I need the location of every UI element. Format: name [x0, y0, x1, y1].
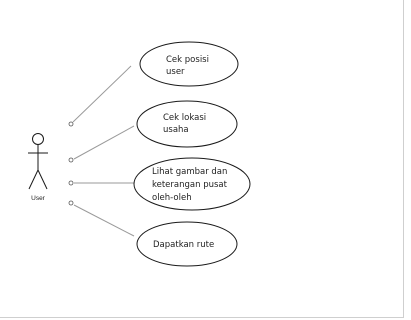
association-cek-posisi-user [72, 65, 132, 123]
use-case-ellipse [139, 41, 239, 87]
diagram-frame [0, 0, 404, 318]
use-case-label-line: Cek lokasi [163, 113, 206, 123]
actor-user[interactable]: User [28, 133, 48, 203]
use-case-dapatkan-rute[interactable]: Dapatkan rute [136, 221, 238, 267]
use-case-label-line: keterangan pusat [152, 180, 228, 190]
use-case-label-line: Lihat gambar dan [152, 167, 227, 177]
use-case-label-line: Cek posisi [166, 55, 209, 65]
use-case-cek-posisi-user[interactable]: Cek posisi user [139, 41, 239, 87]
use-case-ellipse [136, 221, 238, 267]
actor-left-leg [28, 169, 39, 190]
association-end-cek-posisi-user [68, 121, 74, 127]
use-case-ellipse [133, 157, 251, 211]
actor-label: User [31, 195, 46, 202]
association-dapatkan-rute [73, 204, 135, 237]
association-end-dapatkan-rute [68, 200, 74, 206]
association-end-cek-lokasi-usaha [68, 157, 74, 163]
association-end-lihat-gambar [68, 180, 74, 186]
use-case-label-line: oleh-oleh [152, 193, 192, 203]
use-case-label-line: Dapatkan rute [153, 240, 214, 250]
use-case-ellipse [136, 100, 238, 148]
use-case-lihat-gambar-dan-keterangan[interactable]: Lihat gambar dan keterangan pusat oleh-o… [133, 157, 251, 211]
actor-right-leg [37, 169, 48, 190]
use-case-label-line: user [166, 67, 185, 77]
association-cek-lokasi-usaha [73, 125, 135, 160]
actor-head [32, 133, 44, 145]
associations [68, 65, 135, 237]
use-case-cek-lokasi-usaha[interactable]: Cek lokasi usaha [136, 100, 238, 148]
use-case-label-line: usaha [163, 125, 189, 135]
